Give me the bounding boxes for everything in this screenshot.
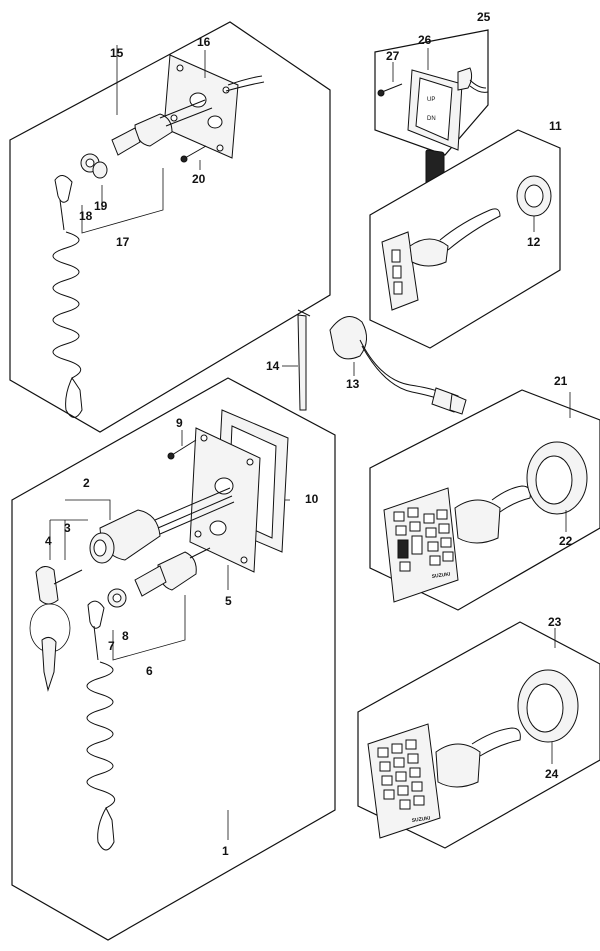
callout-15: 15 — [110, 46, 124, 60]
panel-21: SUZUKI — [369, 389, 600, 611]
callout-27: 27 — [386, 49, 400, 63]
callout-7: 7 — [108, 639, 115, 653]
panel-1 — [11, 377, 336, 941]
callout-12: 12 — [527, 235, 541, 249]
callout-25: 25 — [477, 10, 491, 24]
callout-8: 8 — [122, 629, 129, 643]
panel-11 — [369, 129, 561, 349]
callout-16: 16 — [197, 35, 211, 49]
callout-1: 1 — [222, 844, 229, 858]
switch-up-label: UP — [427, 97, 435, 103]
callout-19: 19 — [94, 199, 108, 213]
brand-label-21: SUZUKI — [431, 571, 451, 580]
panel-25: UP DN — [374, 29, 489, 189]
callout-23: 23 — [548, 615, 562, 629]
callout-20: 20 — [192, 172, 206, 186]
callout-4: 4 — [45, 534, 52, 548]
callout-numbers: 1 2 3 4 5 6 7 8 9 10 11 12 13 14 15 16 1… — [45, 10, 573, 858]
callout-24: 24 — [545, 767, 559, 781]
callout-10: 10 — [305, 492, 319, 506]
callout-6: 6 — [146, 664, 153, 678]
callout-5: 5 — [225, 594, 232, 608]
callout-14: 14 — [266, 359, 280, 373]
panel-15 — [9, 21, 331, 433]
callout-3: 3 — [64, 521, 71, 535]
callout-21: 21 — [554, 374, 568, 388]
keypad-grid-23 — [377, 739, 425, 810]
harness-13-tie-14 — [282, 309, 467, 415]
callout-22: 22 — [559, 534, 573, 548]
callout-9: 9 — [176, 416, 183, 430]
switch-dn-label: DN — [427, 116, 436, 122]
keypad-grid-21 — [393, 507, 454, 572]
callout-11: 11 — [549, 119, 562, 133]
callout-13: 13 — [346, 377, 360, 391]
panel-23: SUZUKI — [357, 621, 600, 849]
callout-26: 26 — [418, 33, 432, 47]
callout-2: 2 — [83, 476, 90, 490]
callout-17: 17 — [116, 235, 130, 249]
callout-18: 18 — [79, 209, 93, 223]
brand-label-23: SUZUKI — [411, 815, 431, 824]
